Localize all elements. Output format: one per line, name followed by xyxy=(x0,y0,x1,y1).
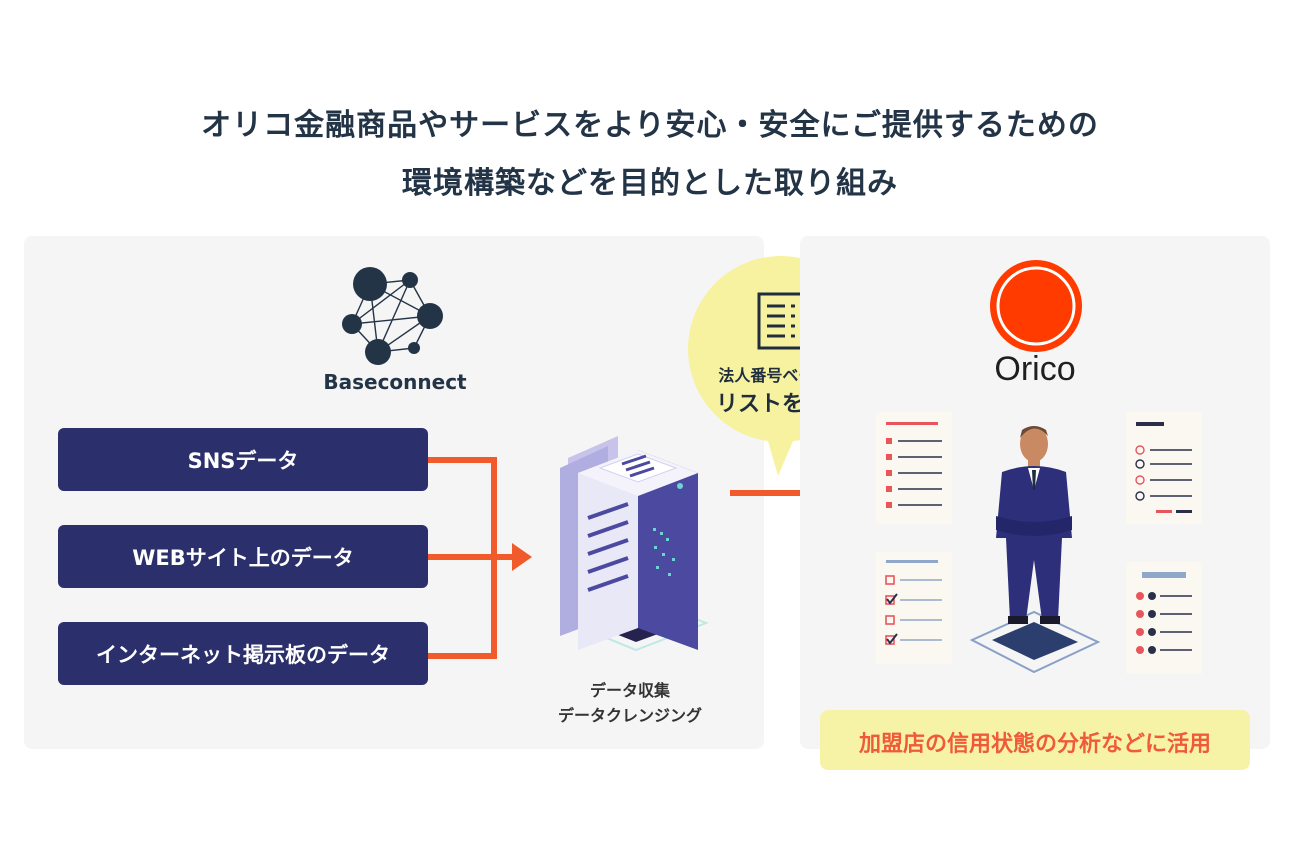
checklist-card-top-right xyxy=(1126,412,1202,524)
page-title-line-1: オリコ金融商品やサービスをより安心・安全にご提供するための xyxy=(201,108,1099,143)
checklist-card-bottom-right xyxy=(1126,562,1202,674)
businessman-illustration xyxy=(969,426,1101,674)
source-bbs: インターネット掲示板のデータ xyxy=(58,622,428,685)
checklist-card-bottom-left xyxy=(876,552,952,664)
merge-arrow xyxy=(428,457,532,659)
server-illustration xyxy=(560,436,709,652)
server-caption-2: データクレンジング xyxy=(557,706,702,725)
document-icon xyxy=(757,292,805,350)
result-text: 加盟店の信用状態の分析などに活用 xyxy=(858,732,1211,757)
orico-logo-icon xyxy=(990,260,1082,352)
checklist-card-top-left xyxy=(876,412,952,524)
baseconnect-network-icon xyxy=(342,267,443,365)
source-sns: SNSデータ xyxy=(58,428,428,491)
baseconnect-logo-text: Baseconnect xyxy=(323,370,467,394)
source-web: WEBサイト上のデータ xyxy=(58,525,428,588)
server-caption-1: データ収集 xyxy=(589,681,670,700)
result-box xyxy=(820,710,1250,770)
page-title-line-2: 環境構築などを目的とした取り組み xyxy=(402,166,898,201)
orico-logo-text: Orico xyxy=(994,350,1076,388)
